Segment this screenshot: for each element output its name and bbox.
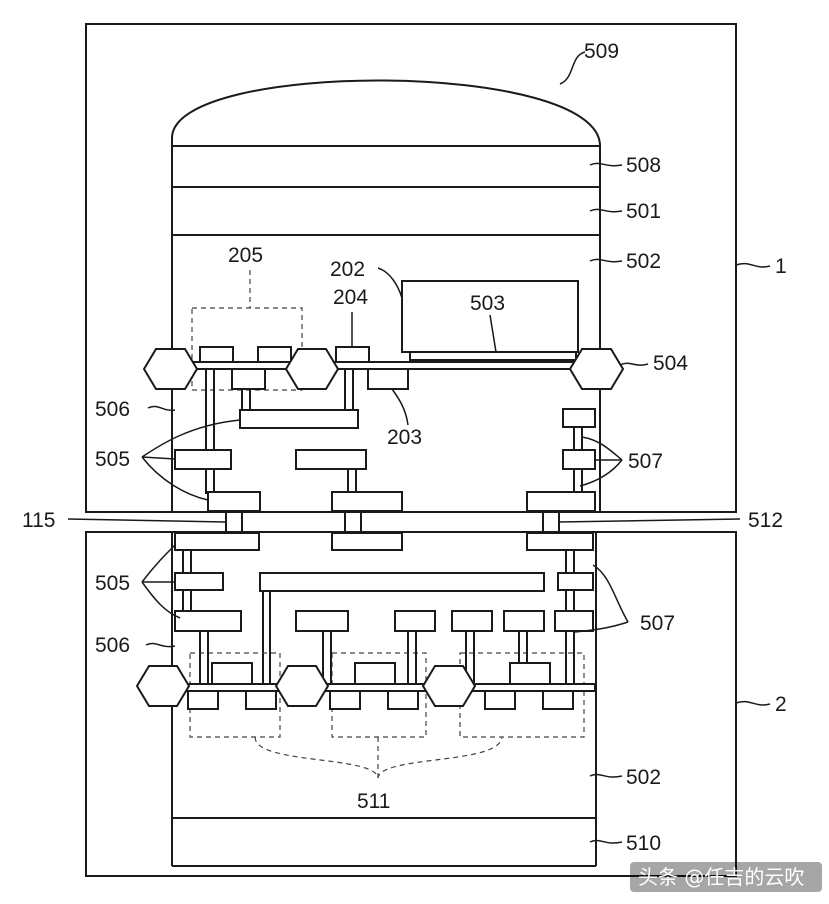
- wiring-block-top-center-1: [295, 449, 367, 470]
- label-505-top: 505: [95, 448, 130, 471]
- label-203: 203: [387, 426, 422, 449]
- label-508: 508: [626, 154, 661, 177]
- wire-bar-top: [239, 409, 359, 429]
- leader-2: [735, 700, 771, 706]
- wiring-block-505-bot-2: [174, 610, 242, 632]
- label-510: 510: [626, 832, 661, 855]
- leader-1: [735, 262, 771, 268]
- leader-507-top-c: [579, 459, 623, 487]
- leader-510: [589, 839, 623, 844]
- leader-502-top: [589, 258, 623, 263]
- microlens-509: [171, 79, 601, 147]
- pad-a: [199, 346, 234, 363]
- leader-507-bot-a: [592, 564, 629, 623]
- isolation-hex-top-1: [142, 348, 199, 390]
- leader-115: [67, 518, 227, 523]
- pad-b-l1: [187, 690, 219, 710]
- wiring-block-507-top-1: [562, 408, 596, 428]
- wiring-block-top-center-2: [331, 491, 403, 512]
- leader-506-top: [147, 405, 176, 412]
- gate-b2: [354, 662, 396, 685]
- leader-512: [558, 518, 741, 523]
- bottom-wiring-block-c1: [331, 532, 403, 551]
- wiring-block-507-bot-2: [554, 610, 594, 632]
- region-511-2: [331, 652, 427, 738]
- wiring-block-bot-c3: [451, 610, 493, 632]
- label-501: 501: [626, 200, 661, 223]
- label-503: 503: [470, 292, 505, 315]
- label-509: 509: [584, 40, 619, 63]
- pad-204: [335, 346, 370, 363]
- leader-505-top-b: [141, 456, 176, 460]
- wiring-block-507-top-2: [562, 449, 596, 470]
- bond-pad-center: [344, 511, 362, 533]
- isolation-hex-top-2: [284, 348, 340, 390]
- leader-203: [391, 388, 409, 426]
- leader-505-top-c: [141, 456, 209, 501]
- gate-b3: [509, 662, 551, 685]
- wiring-block-505-top-1: [174, 449, 232, 470]
- bottom-wiring-block-l1: [174, 532, 260, 551]
- pad-b-r2: [542, 690, 574, 710]
- leader-504: [619, 362, 649, 366]
- wiring-block-507-bot-1: [557, 572, 594, 591]
- isolation-hex-bot-3: [421, 665, 477, 707]
- wiring-line-bottom: [174, 683, 596, 692]
- label-205: 205: [228, 244, 263, 267]
- label-505-bot: 505: [95, 572, 130, 595]
- isolation-hex-top-3: [568, 348, 625, 390]
- wiring-line-top: [174, 361, 596, 370]
- leader-505-bot-a: [141, 544, 176, 583]
- pad-c: [231, 368, 266, 390]
- watermark-backdrop: [630, 862, 822, 892]
- leader-506-bot: [145, 642, 176, 648]
- label-507-top: 507: [628, 450, 663, 473]
- label-202: 202: [330, 258, 365, 281]
- leader-503: [489, 314, 497, 353]
- bond-pad-left: [225, 511, 243, 533]
- pad-b-c2: [387, 690, 419, 710]
- wiring-block-505-bot-1: [174, 572, 224, 591]
- label-1: 1: [775, 255, 787, 278]
- label-507-bot: 507: [640, 612, 675, 635]
- leader-507-bot-b: [574, 621, 629, 633]
- leader-509: [559, 51, 586, 85]
- leader-505-top-a: [141, 419, 241, 458]
- wire-bar-bottom: [259, 572, 545, 592]
- label-204: 204: [333, 286, 368, 309]
- label-115: 115: [22, 509, 55, 532]
- wiring-block-bot-c4: [503, 610, 545, 632]
- bottom-wiring-block-r1: [526, 532, 594, 551]
- label-511: 511: [357, 790, 390, 813]
- label-512: 512: [748, 509, 783, 532]
- label-502-top: 502: [626, 250, 661, 273]
- label-504: 504: [653, 352, 688, 375]
- pad-b-r1: [484, 690, 516, 710]
- leader-505-bot-c: [141, 581, 181, 619]
- leader-507-top-a: [581, 436, 623, 461]
- wiring-block-bot-c2: [394, 610, 436, 632]
- label-2: 2: [775, 693, 787, 716]
- label-502-bot: 502: [626, 766, 661, 789]
- watermark-text: 头条 @任吉的云吹: [638, 865, 804, 889]
- label-506-top: 506: [95, 398, 130, 421]
- wiring-block-505-top-2: [207, 491, 261, 512]
- isolation-hex-bot-2: [274, 665, 330, 707]
- pad-203: [367, 368, 409, 390]
- leader-202: [377, 267, 403, 299]
- bond-pad-right: [542, 511, 560, 533]
- pad-b-l2: [245, 690, 277, 710]
- leader-501: [589, 208, 623, 213]
- pad-b: [257, 346, 292, 363]
- leader-502-bot: [589, 773, 623, 778]
- gate-strip: [409, 351, 577, 361]
- label-506-bot: 506: [95, 634, 130, 657]
- pad-b-c1: [329, 690, 361, 710]
- isolation-hex-bot-1: [135, 665, 191, 707]
- leader-508: [589, 162, 623, 167]
- gate-b1: [211, 662, 253, 685]
- wiring-block-507-top-3: [526, 491, 596, 512]
- wiring-block-bot-c1: [295, 610, 349, 632]
